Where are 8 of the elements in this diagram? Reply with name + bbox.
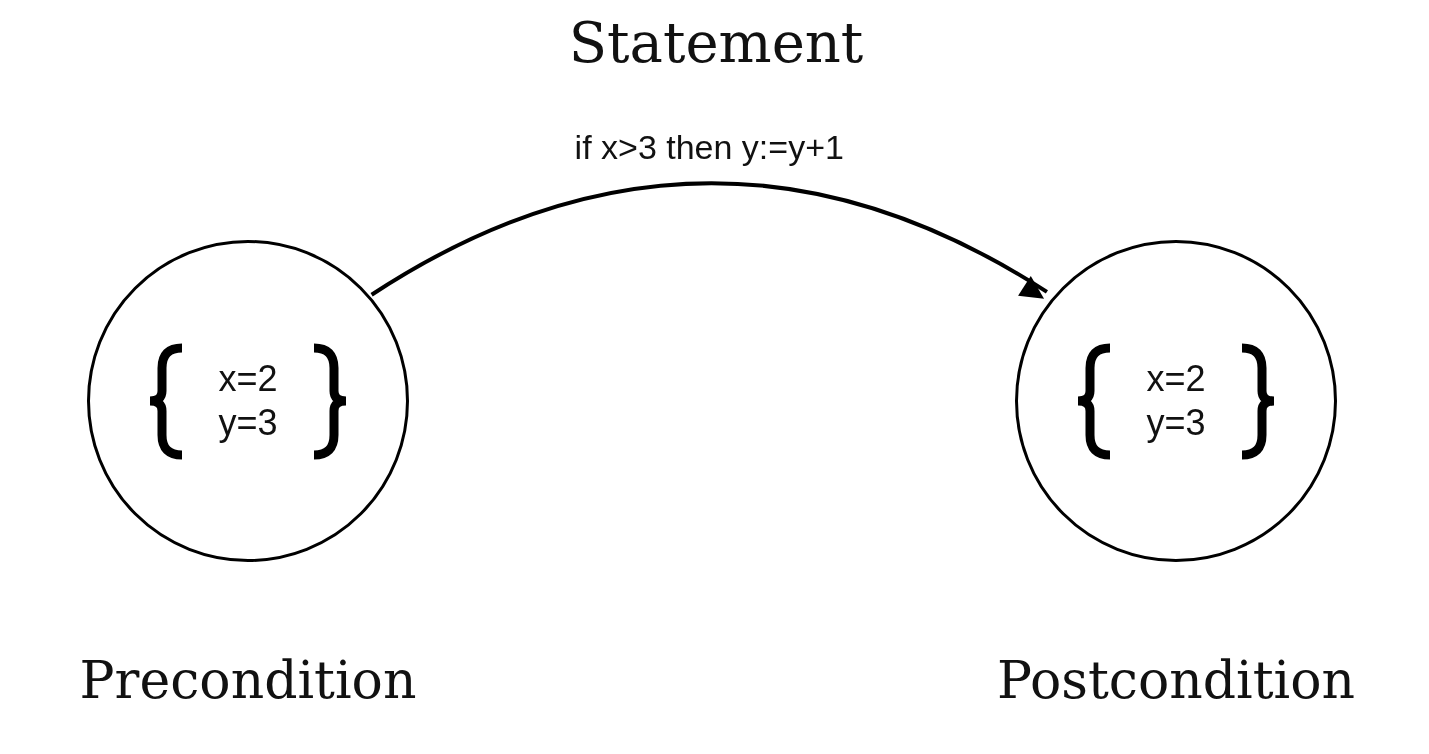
diagram-title: Statement [568, 10, 864, 75]
curved-arrow [370, 181, 1048, 299]
state-values: x=2 y=3 [1145, 357, 1207, 445]
node-caption: Precondition [79, 650, 417, 710]
state-values: x=2 y=3 [217, 357, 279, 445]
node-caption: Postcondition [997, 650, 1355, 710]
state-circle [87, 240, 409, 562]
state-circle [1015, 240, 1337, 562]
